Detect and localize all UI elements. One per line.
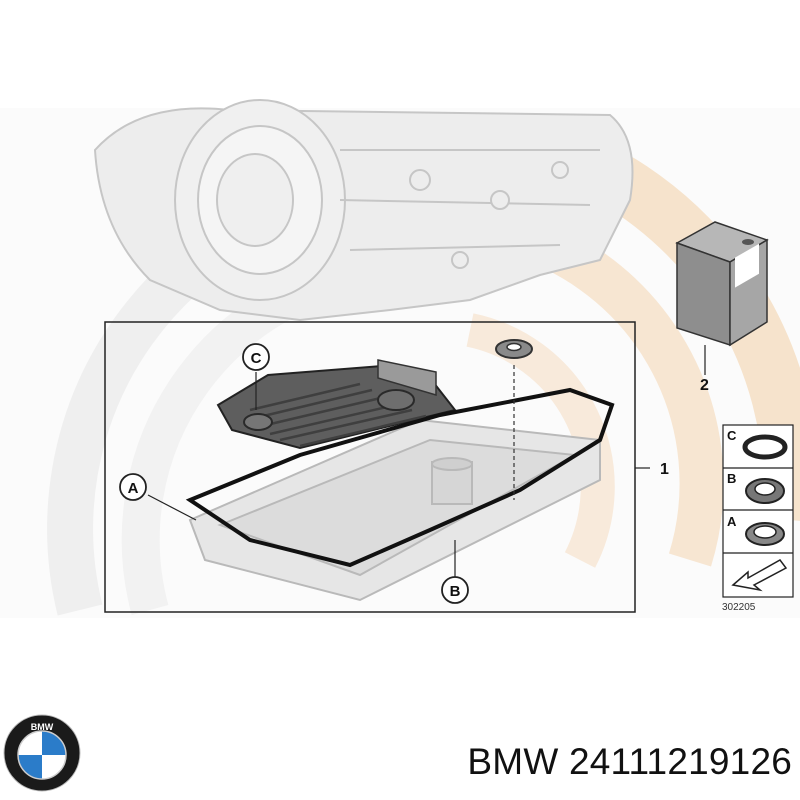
figure-number: 302205 [722,602,756,613]
legend-row-a-letter: A [727,514,737,529]
transmission-housing-ghost [93,99,634,322]
leader-lines [147,345,706,578]
legend-row-b-letter: B [727,471,736,486]
pan-gasket [185,387,615,568]
legend-box: C B A [722,424,794,598]
callout-2-label: 2 [700,377,709,394]
kit-frame [104,321,636,613]
callout-a-label: A [128,480,139,497]
legend-row-c-letter: C [727,428,737,443]
oil-can [675,221,769,347]
transmission-filter [216,359,457,450]
callout-c: C [242,343,270,371]
callout-a: A [119,473,147,501]
callout-1-label: 1 [660,461,669,478]
part-brand: BMW [467,741,559,782]
bmw-logo-icon: BMW [3,714,81,792]
oil-pan-ghost [188,418,601,602]
callout-b: B [441,576,469,604]
callout-b-label: B [450,583,461,600]
callout-c-label: C [251,350,262,367]
drain-seal [495,339,533,500]
kit-arrow-icon [731,559,788,592]
part-title: BMW 24111219126 [412,738,792,786]
part-number: 24111219126 [568,741,792,782]
logo-letters: BMW [31,722,54,732]
